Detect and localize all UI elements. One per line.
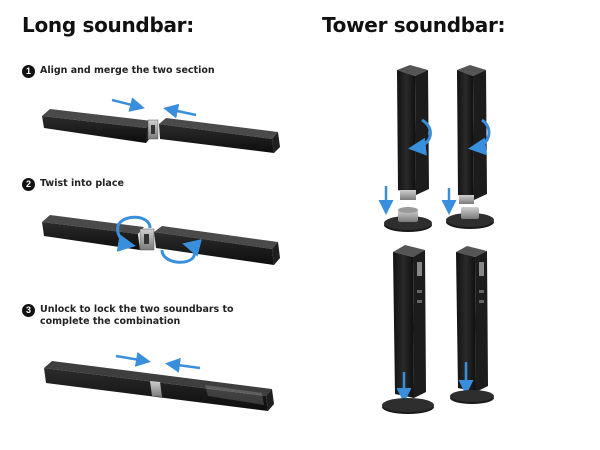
step-2-number: 2 xyxy=(22,178,35,191)
left-arrow-icon xyxy=(165,357,201,373)
combined-soundbar xyxy=(44,361,274,411)
step-1: 1 Align and merge the two section xyxy=(22,65,250,78)
step-1-text: Align and merge the two section xyxy=(40,65,215,76)
rotate-arrow-icon xyxy=(116,215,152,252)
step-3-illustration xyxy=(44,351,274,411)
rotate-arrow-icon xyxy=(160,239,202,264)
step-3-text: Unlock to lock the two soundbars to comp… xyxy=(40,304,234,327)
tower-2-assembly xyxy=(441,65,494,229)
tower-base-1 xyxy=(384,207,432,232)
step-1-number: 1 xyxy=(22,65,35,78)
right-bar-section xyxy=(159,118,280,153)
step-1-illustration xyxy=(42,97,280,153)
step-2-illustration xyxy=(42,215,280,265)
left-bar-section xyxy=(42,109,152,143)
right-arrow-icon xyxy=(111,97,145,112)
tower-1-assembly xyxy=(378,65,432,232)
tower-4-assembled xyxy=(450,246,494,404)
connector-1 xyxy=(147,119,159,140)
right-bar-twist xyxy=(154,226,280,265)
connector-2 xyxy=(139,228,155,251)
long-soundbar-heading: Long soundbar: xyxy=(22,13,194,37)
left-arrow-icon xyxy=(163,103,197,119)
tower-soundbar-heading: Tower soundbar: xyxy=(322,13,506,37)
right-arrow-icon xyxy=(115,351,151,367)
step-3: 3 Unlock to lock the two soundbars to co… xyxy=(22,304,250,328)
tower-3-assembled xyxy=(382,245,434,414)
tower-base-2 xyxy=(446,207,494,229)
step-2-text: Twist into place xyxy=(40,178,124,189)
step-2: 2 Twist into place xyxy=(22,178,250,191)
step-3-number: 3 xyxy=(22,304,35,317)
rotate-arrow-icon xyxy=(408,118,432,156)
rotate-arrow-icon xyxy=(468,118,491,156)
